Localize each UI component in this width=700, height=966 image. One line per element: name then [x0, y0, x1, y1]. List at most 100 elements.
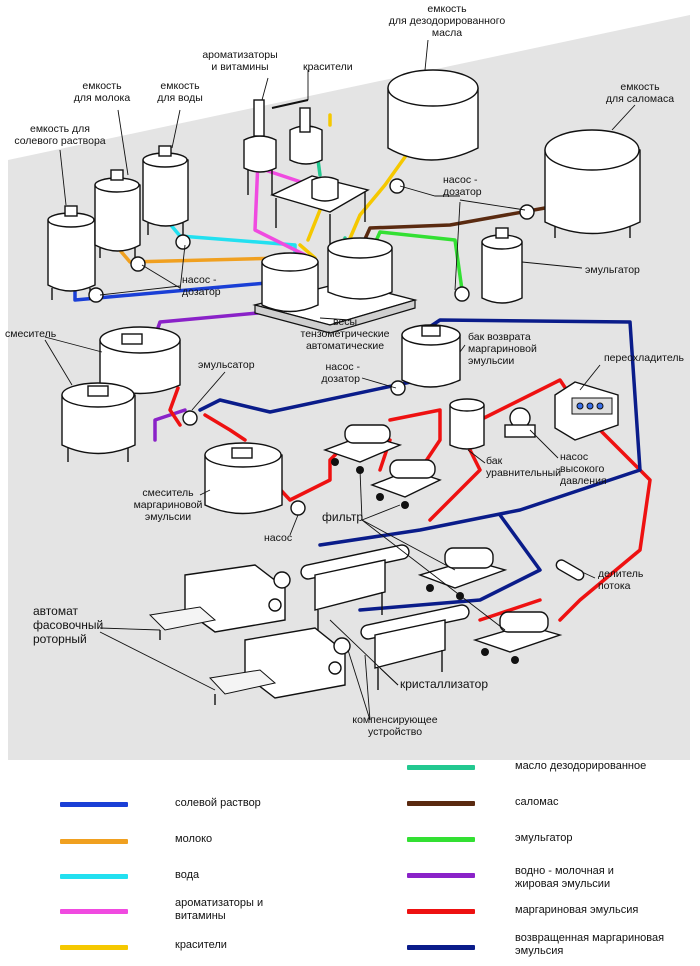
label-line: и витамины: [211, 61, 268, 73]
packing-machine-2: [208, 627, 351, 705]
water-tank: [142, 145, 189, 235]
high-pressure-pump: [504, 407, 536, 438]
label-line: фильтр: [322, 510, 363, 524]
label-dosing-pump-left: насос -дозатор: [182, 274, 221, 298]
legend-text-dyes: красители: [175, 939, 227, 952]
label-crystallizer: кристаллизатор: [400, 677, 488, 691]
legend-line-oil: [407, 765, 475, 770]
label-line: смеситель: [5, 328, 57, 340]
legend-text-line: жировая эмульсии: [515, 878, 611, 890]
legend-text-line: возвращенная маргариновая: [515, 932, 665, 944]
label-line: ароматизаторы: [202, 49, 277, 61]
legend-text-milk: молоко: [175, 833, 212, 846]
flavor-tanks: [243, 99, 323, 195]
legend-line-milk: [60, 839, 128, 844]
legend-text-brine: солевой раствор: [175, 797, 261, 810]
legend-line-emulsion: [407, 873, 475, 878]
return-tank: [401, 324, 461, 388]
deodorized-oil-tank: [387, 69, 479, 161]
label-pump: насос: [264, 532, 292, 544]
label-line: маргариновой: [134, 499, 203, 511]
mixer-bottom: [61, 382, 136, 462]
label-line: кристаллизатор: [400, 677, 488, 691]
label-line: емкость: [427, 3, 467, 15]
label-line: эмульгатор: [585, 264, 640, 276]
pipe-margarine: [168, 378, 652, 622]
label-line: емкость: [82, 80, 122, 92]
scales-base: [254, 299, 416, 334]
filter-cart-2: [370, 459, 442, 509]
label-line: эмульсатор: [198, 359, 255, 371]
label-line: для дезодорированного: [389, 15, 506, 27]
crystallizer-1: [300, 544, 410, 635]
label-line: тензометрические: [301, 328, 390, 340]
legend-text-line: эмульсия: [515, 945, 564, 957]
legend-text-margarine: маргариновая эмульсия: [515, 904, 638, 917]
legend-text-line: водно - молочная и: [515, 865, 614, 877]
pipe-dyes: [298, 113, 412, 272]
label-line: автоматические: [306, 340, 384, 352]
label-line: фасовочный: [33, 618, 103, 632]
label-emulsator: эмульсатор: [198, 359, 255, 371]
crystallizer-2: [360, 604, 470, 690]
label-line: весы: [333, 316, 357, 328]
label-line: переохладитель: [604, 352, 684, 364]
label-line: уравнительный: [486, 467, 561, 479]
label-line: для молока: [74, 92, 131, 104]
salomas-tank: [544, 129, 641, 238]
legend-text-oil: масло дезодорированное: [515, 760, 646, 773]
label-mixer: смеситель: [5, 328, 57, 340]
label-line: насос -: [443, 174, 478, 186]
milk-tank: [94, 169, 141, 258]
label-emulsifier: эмульгатор: [585, 264, 640, 276]
label-line: устройство: [368, 726, 422, 738]
legend-text-line: красители: [175, 939, 227, 951]
label-line: бак: [486, 455, 503, 467]
label-line: дозатор: [321, 373, 360, 385]
legend-text-salomas: саломас: [515, 796, 558, 809]
label-line: роторный: [33, 632, 87, 646]
legend-line-salomas: [407, 801, 475, 806]
label-dosing-pump-mid: насос -дозатор: [321, 361, 360, 385]
label-dosing-pump-right: насос -дозатор: [443, 174, 482, 198]
label-filter: фильтр: [322, 510, 363, 524]
dosing-tank-right: [327, 237, 393, 300]
label-supercooler: переохладитель: [604, 352, 684, 364]
label-line: автомат: [33, 604, 78, 618]
legend-text-line: витамины: [175, 910, 226, 922]
crystallizer-pump-2: [472, 611, 563, 664]
label-line: емкость для: [30, 123, 90, 135]
label-line: для саломаса: [606, 93, 674, 105]
label-line: красители: [303, 61, 353, 73]
label-line: компенсирующее: [352, 714, 437, 726]
label-line: насос -: [325, 361, 360, 373]
dosing-tank-left: [261, 252, 319, 313]
legend-text-line: масло дезодорированное: [515, 760, 647, 772]
label-line: эмульсии: [145, 511, 191, 523]
supercooler: [554, 381, 619, 441]
legend-text-line: маргариновая эмульсия: [515, 904, 639, 916]
mixer-top: [99, 326, 181, 395]
label-line: насос: [560, 451, 588, 463]
legend-text-line: солевой раствор: [175, 797, 261, 809]
pipe-returned: [198, 318, 642, 612]
legend-text-line: вода: [175, 869, 200, 881]
brine-tank: [47, 205, 96, 300]
legend-text-emulsifier: эмульгатор: [515, 832, 573, 845]
label-line: масла: [432, 27, 462, 39]
leader-lines: [44, 39, 636, 721]
label-line: маргариновой: [468, 343, 537, 355]
label-dyes: красители: [303, 61, 353, 73]
